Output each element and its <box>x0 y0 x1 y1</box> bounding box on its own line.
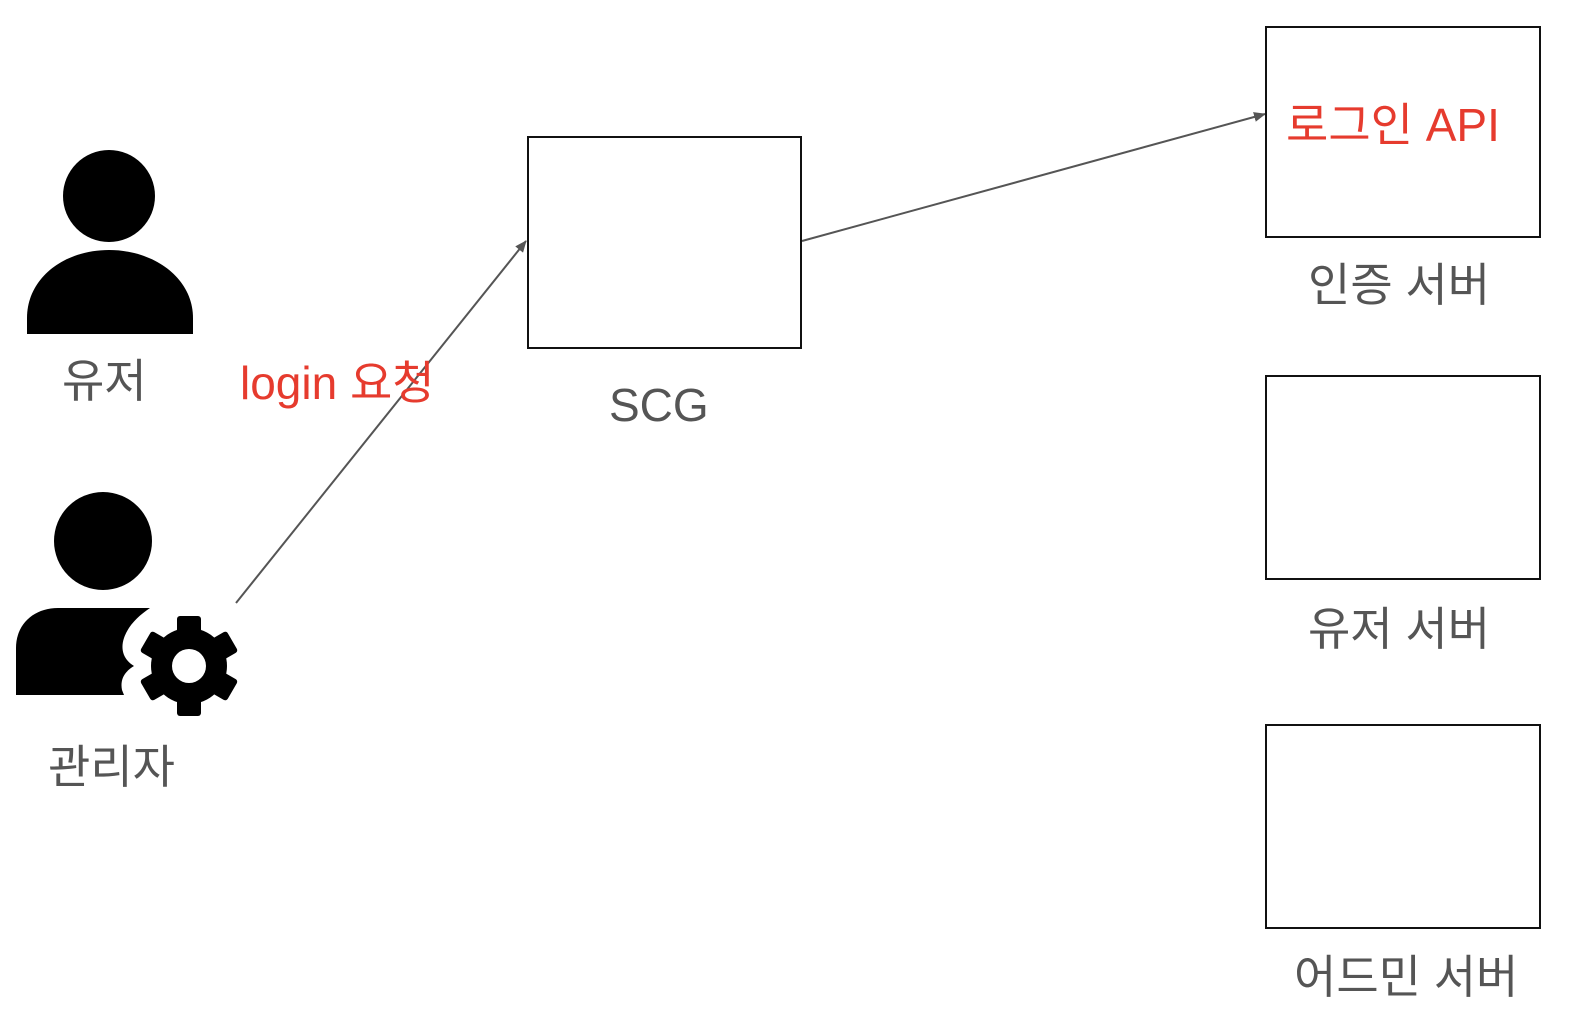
admin-server-box <box>1265 724 1541 929</box>
arrow-scg-to-login-api <box>801 112 1266 242</box>
user-server-label: 유저 서버 <box>1308 603 1491 655</box>
scg-box <box>527 136 802 349</box>
arrow-admin-to-scg <box>235 240 527 604</box>
gear-icon <box>140 616 238 716</box>
login-api-label: 로그인 API <box>1286 99 1500 151</box>
scg-label: SCG <box>609 379 709 431</box>
user-server-box <box>1265 375 1541 580</box>
user-icon <box>27 150 193 334</box>
login-request-label: login 요청 <box>240 357 435 409</box>
admin-icon <box>16 492 238 716</box>
auth-server-label: 인증 서버 <box>1308 259 1491 311</box>
admin-server-label: 어드민 서버 <box>1294 951 1519 1003</box>
auth-server-box <box>1265 26 1541 238</box>
user-label: 유저 <box>62 355 147 407</box>
admin-label: 관리자 <box>48 741 175 793</box>
